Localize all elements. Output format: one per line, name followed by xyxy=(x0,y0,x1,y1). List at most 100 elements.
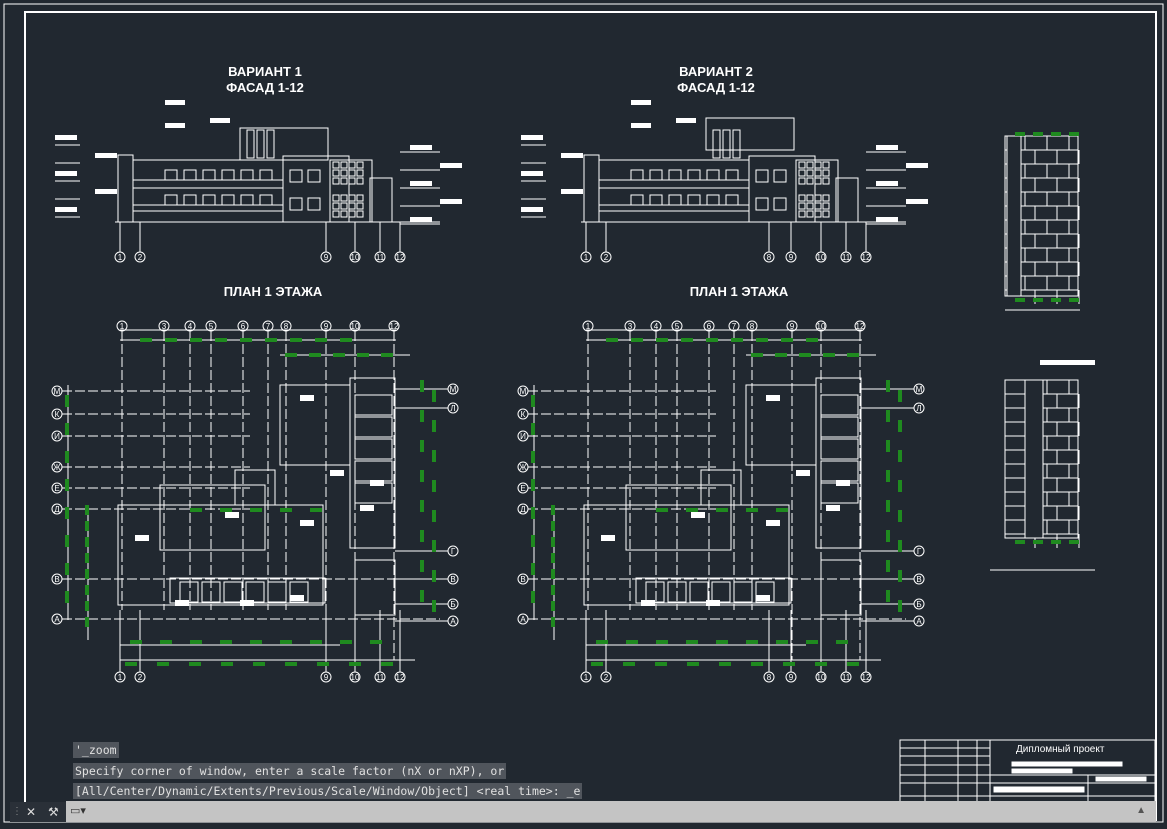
axis-bubble xyxy=(517,573,529,585)
dimension-mark xyxy=(85,521,89,531)
axis-bubble xyxy=(447,615,459,627)
axis-bubble xyxy=(671,320,683,332)
wall xyxy=(279,384,351,466)
dimension-mark xyxy=(65,563,69,575)
dimension-mark xyxy=(65,423,69,435)
dimension-mark xyxy=(656,508,668,512)
wall xyxy=(583,504,790,606)
dimension-mark xyxy=(751,353,763,357)
axis-bubble xyxy=(388,320,400,332)
wall xyxy=(766,395,780,401)
axis-label: Д xyxy=(520,505,526,514)
wall xyxy=(202,194,216,206)
dimension-mark xyxy=(420,590,424,602)
dimension-mark xyxy=(265,338,277,342)
wrench-icon[interactable]: ⚒ xyxy=(48,805,59,819)
drag-handle-icon[interactable]: ⋮ xyxy=(12,806,22,817)
dimension-mark xyxy=(781,338,793,342)
wall xyxy=(631,100,651,105)
wall xyxy=(598,159,750,223)
dimension-mark xyxy=(775,353,787,357)
axis-label: 8 xyxy=(767,253,772,262)
wall xyxy=(667,581,687,603)
wall xyxy=(876,217,898,222)
wall xyxy=(267,581,287,603)
wall xyxy=(300,520,314,526)
facade1-title: ФАСАД 1-12 xyxy=(226,80,304,95)
axis-label: 8 xyxy=(284,322,289,331)
axis-label: Л xyxy=(450,404,455,413)
axis-bubble xyxy=(116,320,128,332)
dimension-mark xyxy=(655,662,667,666)
command-input-bar[interactable]: ▭▾ ▲ xyxy=(66,801,1156,822)
wall xyxy=(798,177,806,185)
wall xyxy=(300,395,314,401)
dimension-mark xyxy=(815,662,827,666)
dimension-mark xyxy=(432,540,436,552)
close-icon[interactable]: ✕ xyxy=(26,805,37,819)
dimension-mark xyxy=(381,662,393,666)
dimension-mark xyxy=(551,553,555,563)
axis-label: 12 xyxy=(862,253,871,262)
wall xyxy=(725,194,739,206)
wall xyxy=(117,504,324,606)
axis-bubble xyxy=(815,320,827,332)
dimension-mark xyxy=(157,662,169,666)
dimension-mark xyxy=(253,662,265,666)
drawing-geometry xyxy=(55,100,1095,672)
wall xyxy=(55,171,77,176)
wall xyxy=(240,600,254,606)
wall xyxy=(289,581,309,603)
wall xyxy=(641,600,655,606)
dimension-mark xyxy=(681,338,693,342)
wall xyxy=(814,194,822,202)
wall xyxy=(307,169,321,183)
axis-label: 6 xyxy=(241,322,246,331)
wall xyxy=(706,169,720,181)
wall xyxy=(55,135,77,140)
wall xyxy=(183,169,197,181)
dimension-mark xyxy=(1051,298,1061,302)
dimension-mark xyxy=(898,480,902,492)
dimension-mark xyxy=(898,600,902,612)
wall xyxy=(625,484,732,551)
dimension-mark xyxy=(656,640,668,644)
axis-label: Е xyxy=(54,484,59,493)
dimension-mark xyxy=(898,570,902,582)
wall xyxy=(410,181,432,186)
plan1-title: ПЛАН 1 ЭТАЖА xyxy=(224,284,323,299)
wall xyxy=(410,145,432,150)
wall xyxy=(266,129,275,159)
axis-label: 9 xyxy=(790,322,795,331)
wall xyxy=(798,169,806,177)
axis-bubble xyxy=(517,385,529,397)
dimension-mark xyxy=(432,600,436,612)
command-line-grip[interactable]: ⋮ ✕ ⚒ xyxy=(10,802,66,822)
expand-history-icon[interactable]: ▲ xyxy=(1136,805,1146,816)
wall xyxy=(340,210,348,218)
axis-label: А xyxy=(54,615,60,624)
wall xyxy=(822,202,830,210)
axis-label: 12 xyxy=(396,673,405,682)
dimension-mark xyxy=(432,480,436,492)
wall xyxy=(906,199,928,204)
wall xyxy=(706,600,720,606)
wall xyxy=(348,194,356,202)
wall xyxy=(246,129,255,159)
axis-bubble xyxy=(349,671,361,683)
wall xyxy=(755,197,769,211)
wall xyxy=(329,159,373,223)
dimension-mark xyxy=(799,353,811,357)
command-prompt-icon[interactable]: ▭▾ xyxy=(70,805,86,817)
wall xyxy=(348,210,356,218)
dimension-mark xyxy=(240,338,252,342)
axis-label: 4 xyxy=(188,322,193,331)
wall xyxy=(822,210,830,218)
wall xyxy=(822,161,830,169)
axis-bubble xyxy=(51,461,63,473)
dimension-mark xyxy=(806,338,818,342)
axis-bubble xyxy=(786,320,798,332)
dimension-mark xyxy=(551,521,555,531)
wall xyxy=(356,177,364,185)
